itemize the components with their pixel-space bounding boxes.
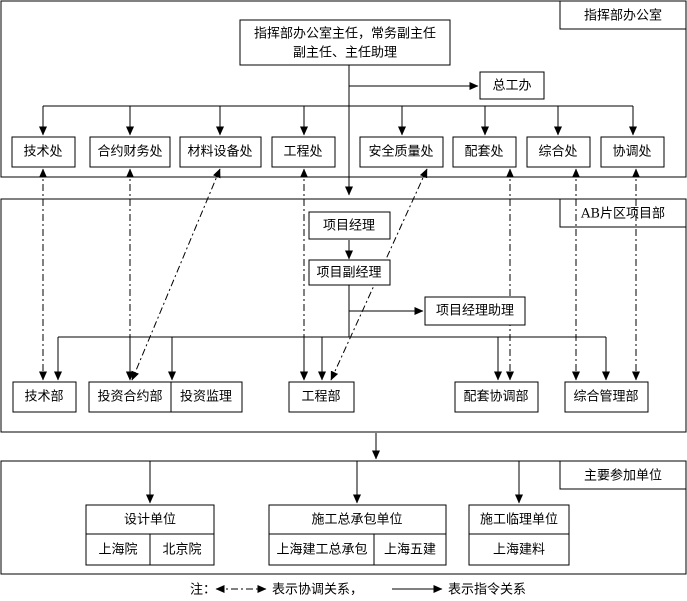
unit-supervision-title: 施工临理单位: [480, 513, 558, 528]
hq-dept-box: 技术处: [11, 136, 76, 168]
hq-head-line2: 副主任、主任助理: [293, 46, 397, 61]
unit-design-title: 设计单位: [124, 513, 176, 528]
project-dept-label: 配套协调部: [463, 389, 528, 405]
project-assistant-label: 项目经理助理: [436, 304, 514, 319]
project-dept-label: 投资监理: [180, 389, 232, 405]
section-project-frame: AB片区项目部: [0, 198, 687, 433]
project-dept-box: 配套协调部: [454, 381, 539, 413]
hq-dept-label: 技术处: [23, 145, 62, 160]
unit-contractor-box: 施工总承包单位 上海建工总承包 上海五建: [268, 504, 447, 566]
hq-head-box: 指挥部办公室主任，常务副主任 副主任、主任助理: [239, 19, 451, 66]
chief-engineer-label: 总工办: [492, 79, 531, 94]
project-assistant-box: 项目经理助理: [424, 296, 526, 326]
project-dept-box: 技术部: [12, 381, 77, 413]
unit-design-box: 设计单位 上海院 北京院: [85, 504, 215, 566]
unit-member: 上海院: [98, 543, 137, 558]
unit-member: 上海建料: [493, 543, 545, 558]
section-units-frame: 主要参加单位: [0, 460, 687, 575]
project-dept-label: 工程部: [301, 390, 340, 405]
section-project-label: AB片区项目部: [580, 207, 665, 222]
legend-coordination-text: 表示协调关系，: [272, 583, 363, 598]
hq-dept-box: 材料设备处: [179, 136, 262, 168]
hq-head-line1: 指挥部办公室主任，常务副主任: [254, 26, 436, 42]
unit-contractor-title: 施工总承包单位: [311, 513, 402, 528]
project-dept-label: 投资合约部: [97, 389, 162, 405]
project-dept-box: 投资合约部 投资监理: [88, 381, 243, 413]
hq-dept-box: 综合处: [526, 136, 591, 168]
project-dept-label: 技术部: [24, 390, 63, 405]
hq-dept-label: 合约财务处: [97, 144, 162, 160]
hq-dept-label: 工程处: [283, 145, 322, 160]
legend-command-text: 表示指令关系: [448, 583, 526, 598]
unit-member: 北京院: [162, 543, 201, 558]
units-command-lines: [146, 433, 523, 504]
unit-member: 上海建工总承包: [276, 543, 367, 558]
legend: 注： 表示协调关系， 表示指令关系: [190, 583, 526, 598]
hq-dept-label: 协调处: [612, 145, 651, 160]
hq-dept-label: 材料设备处: [187, 144, 252, 160]
project-dept-box: 综合管理部: [564, 381, 649, 413]
project-manager-box: 项目经理: [308, 211, 391, 240]
project-deputy-box: 项目副经理: [308, 259, 391, 286]
hq-dept-box: 工程处: [271, 136, 336, 168]
hq-dept-box: 配套处: [452, 136, 517, 168]
unit-member: 上海五建: [384, 543, 436, 558]
section-units-label: 主要参加单位: [584, 468, 662, 484]
legend-prefix: 注：: [190, 583, 216, 598]
project-manager-label: 项目经理: [323, 219, 375, 234]
project-deputy-label: 项目副经理: [316, 266, 381, 281]
hq-dept-label: 配套处: [464, 144, 503, 160]
project-dept-label: 综合管理部: [573, 390, 638, 405]
unit-supervision-box: 施工临理单位 上海建料: [468, 504, 570, 566]
hq-dept-box: 合约财务处: [89, 136, 171, 168]
hq-dept-label: 综合处: [538, 145, 577, 160]
hq-dept-label: 安全质量处: [368, 144, 433, 160]
hq-dept-box: 安全质量处: [359, 136, 444, 168]
hq-dept-box: 协调处: [600, 136, 665, 168]
section-hq-label: 指挥部办公室: [584, 8, 662, 24]
project-dept-box: 工程部: [288, 381, 355, 413]
chief-engineer-box: 总工办: [479, 71, 545, 100]
